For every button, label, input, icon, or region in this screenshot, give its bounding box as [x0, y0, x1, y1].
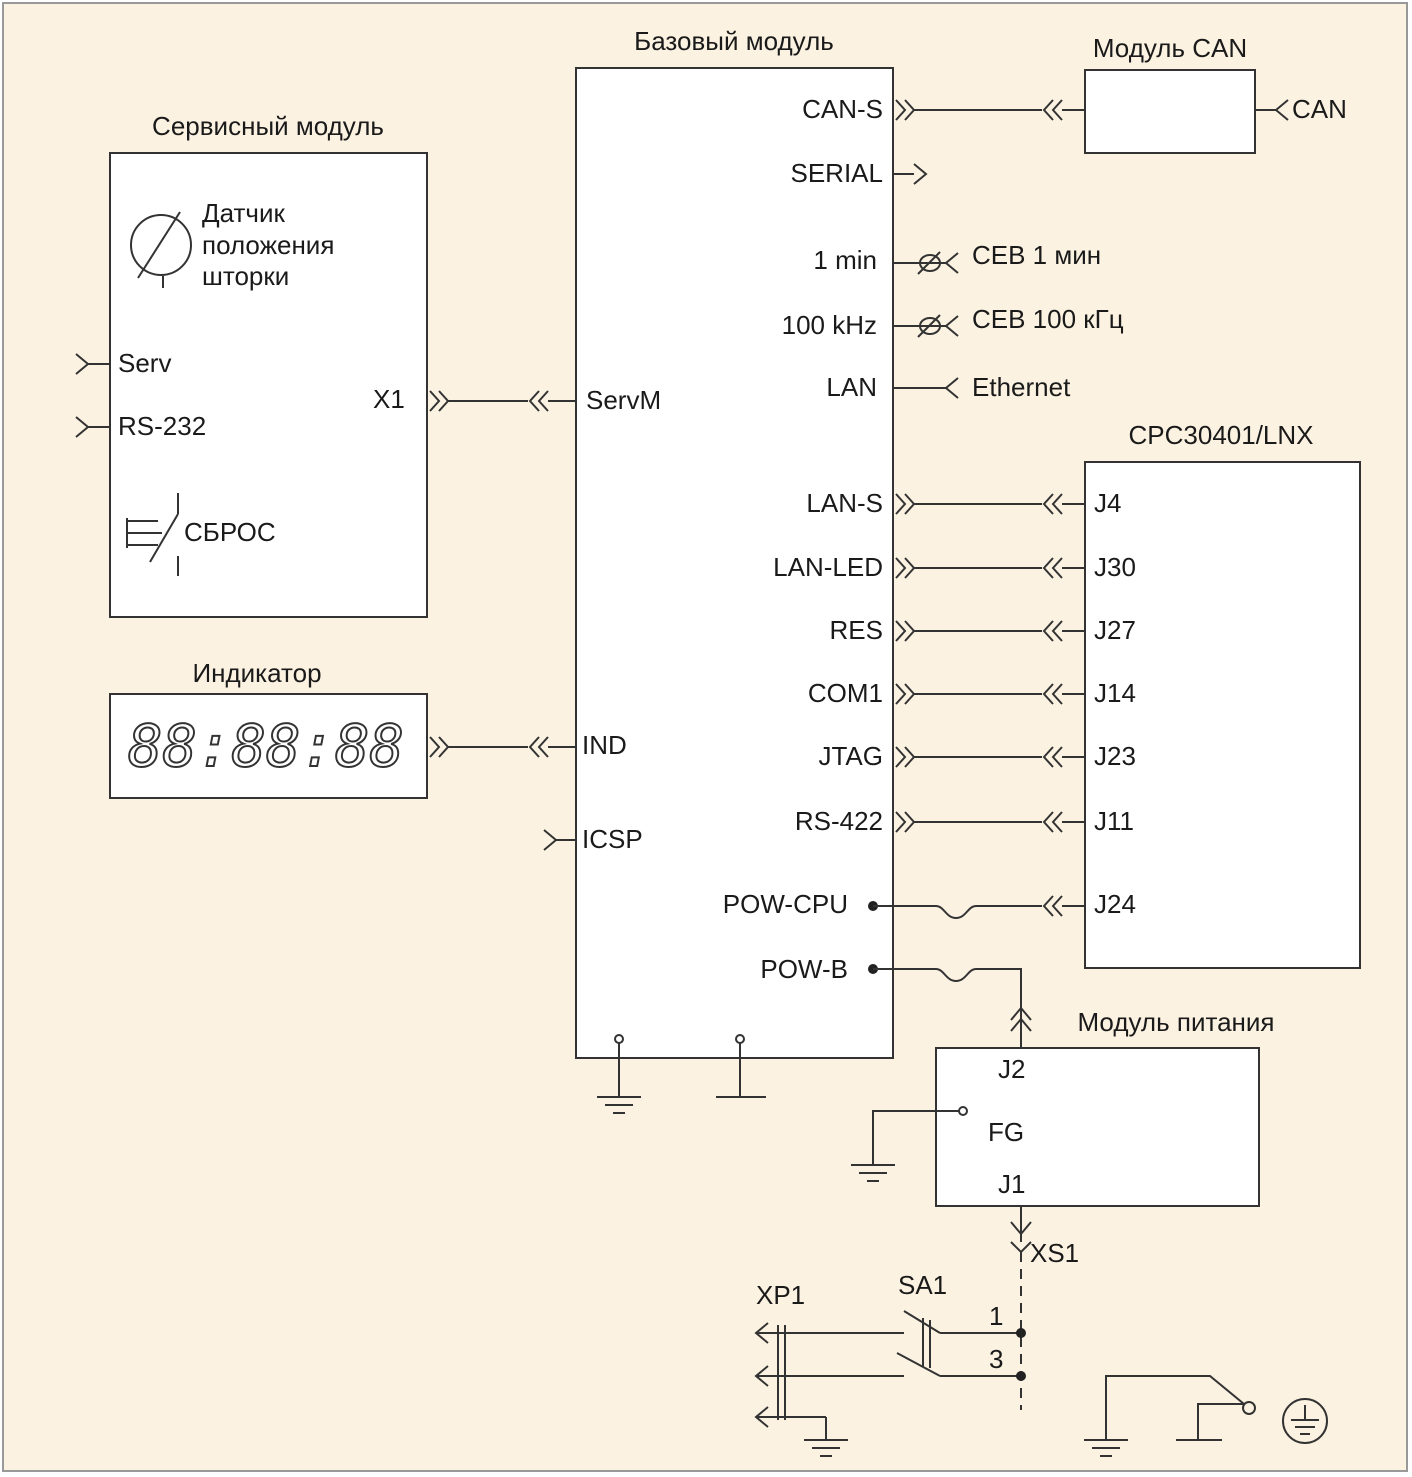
- indicator-title: Индикатор: [192, 658, 321, 688]
- port-can-s: CAN-S: [802, 94, 883, 124]
- reset-label: СБРОС: [184, 517, 276, 547]
- indicator-link: [429, 736, 576, 758]
- x1-servm-link: [429, 390, 576, 412]
- power-module-box: [935, 1047, 1260, 1207]
- cpc-port-j11: J11: [1094, 806, 1134, 836]
- fg-ground-icon: [850, 1106, 968, 1182]
- power-port-j2: J2: [998, 1054, 1025, 1084]
- chassis-ground-icon: [716, 1034, 766, 1098]
- icsp-input-connector: [543, 829, 576, 851]
- cpc-box: [1084, 461, 1361, 969]
- power-port-j1: J1: [998, 1169, 1025, 1199]
- rs422-j11-link: [895, 811, 1085, 833]
- port-rs422: RS-422: [795, 806, 883, 836]
- port-lan: LAN: [826, 372, 877, 402]
- sensor-label-line-3: шторки: [202, 261, 289, 291]
- port-lan-s: LAN-S: [806, 488, 883, 518]
- serial-output-connector: [893, 163, 927, 185]
- serv-port-label: Serv: [118, 348, 171, 378]
- power-module-title: Модуль питания: [1077, 1007, 1274, 1037]
- xs1-label: XS1: [1030, 1238, 1079, 1268]
- can-s-link: [895, 99, 1085, 121]
- ethernet-label: Ethernet: [972, 372, 1071, 402]
- coaxial-connector-icon: [893, 251, 959, 275]
- pow-cpu-j24-link: [868, 895, 1085, 920]
- ground-icon: [596, 1034, 642, 1114]
- res-j27-link: [895, 620, 1085, 642]
- sa1-label: SA1: [898, 1270, 947, 1300]
- rs232-port-label: RS-232: [118, 411, 206, 441]
- cpc-port-j4: J4: [1094, 488, 1121, 518]
- port-ind: IND: [582, 730, 627, 760]
- serv-input-connector: [75, 353, 110, 375]
- port-res: RES: [830, 615, 883, 645]
- sa1-switch-icon: [896, 1310, 1026, 1381]
- port-lan-led: LAN-LED: [773, 552, 883, 582]
- pin-1-label: 1: [989, 1301, 1003, 1331]
- xp1-plug-icon: [754, 1322, 904, 1457]
- coaxial-connector-icon-2: [893, 314, 959, 338]
- lan-connector: [893, 377, 959, 399]
- jtag-j23-link: [895, 746, 1085, 768]
- port-100khz: 100 kHz: [782, 310, 877, 340]
- earth-terminal-ground: [1083, 1375, 1256, 1457]
- seb-1min-label: СЕВ 1 мин: [972, 240, 1101, 270]
- can-module-title: Модуль CAN: [1093, 33, 1247, 63]
- base-module-box: [575, 67, 894, 1059]
- cpc-port-j23: J23: [1094, 741, 1136, 771]
- port-icsp: ICSP: [582, 824, 643, 854]
- rs232-input-connector: [75, 416, 110, 438]
- base-module-title: Базовый модуль: [634, 26, 834, 56]
- port-serial: SERIAL: [791, 158, 884, 188]
- pow-b-j2-link: [868, 964, 1032, 1048]
- port-jtag: JTAG: [818, 741, 883, 771]
- cpc-port-j27: J27: [1094, 615, 1136, 645]
- position-sensor-icon: [130, 211, 192, 288]
- port-1min: 1 min: [813, 245, 877, 275]
- reset-switch-icon: [126, 493, 179, 576]
- cpc-port-j24: J24: [1094, 889, 1136, 919]
- x1-port-label: X1: [373, 384, 405, 414]
- cpc-port-j14: J14: [1094, 678, 1136, 708]
- seb-100khz-label: СЕВ 100 кГц: [972, 304, 1124, 334]
- power-port-fg: FG: [988, 1117, 1024, 1147]
- j1-xs1-connector: [1010, 1206, 1032, 1410]
- service-module-title: Сервисный модуль: [152, 111, 384, 141]
- can-external-label: CAN: [1292, 94, 1347, 124]
- lan-s-j4-link: [895, 493, 1085, 515]
- cpc-port-j30: J30: [1094, 552, 1136, 582]
- seven-segment-display-icon: 88:88:88: [128, 712, 404, 780]
- port-pow-b: POW-B: [760, 954, 848, 984]
- sensor-label-line-1: Датчик: [202, 198, 285, 228]
- port-pow-cpu: POW-CPU: [723, 889, 848, 919]
- protective-earth-icon: [1282, 1398, 1328, 1444]
- sensor-label-line-2: положения: [202, 230, 334, 260]
- com1-j14-link: [895, 683, 1085, 705]
- cpc-title: CPC30401/LNX: [1129, 420, 1314, 450]
- xp1-label: XP1: [756, 1280, 805, 1310]
- port-com1: COM1: [808, 678, 883, 708]
- lan-led-j30-link: [895, 557, 1085, 579]
- can-module-box: [1084, 69, 1256, 154]
- port-servm: ServM: [586, 385, 661, 415]
- can-external-connector: [1255, 99, 1289, 121]
- indicator-box: [109, 693, 428, 799]
- pin-3-label: 3: [989, 1344, 1003, 1374]
